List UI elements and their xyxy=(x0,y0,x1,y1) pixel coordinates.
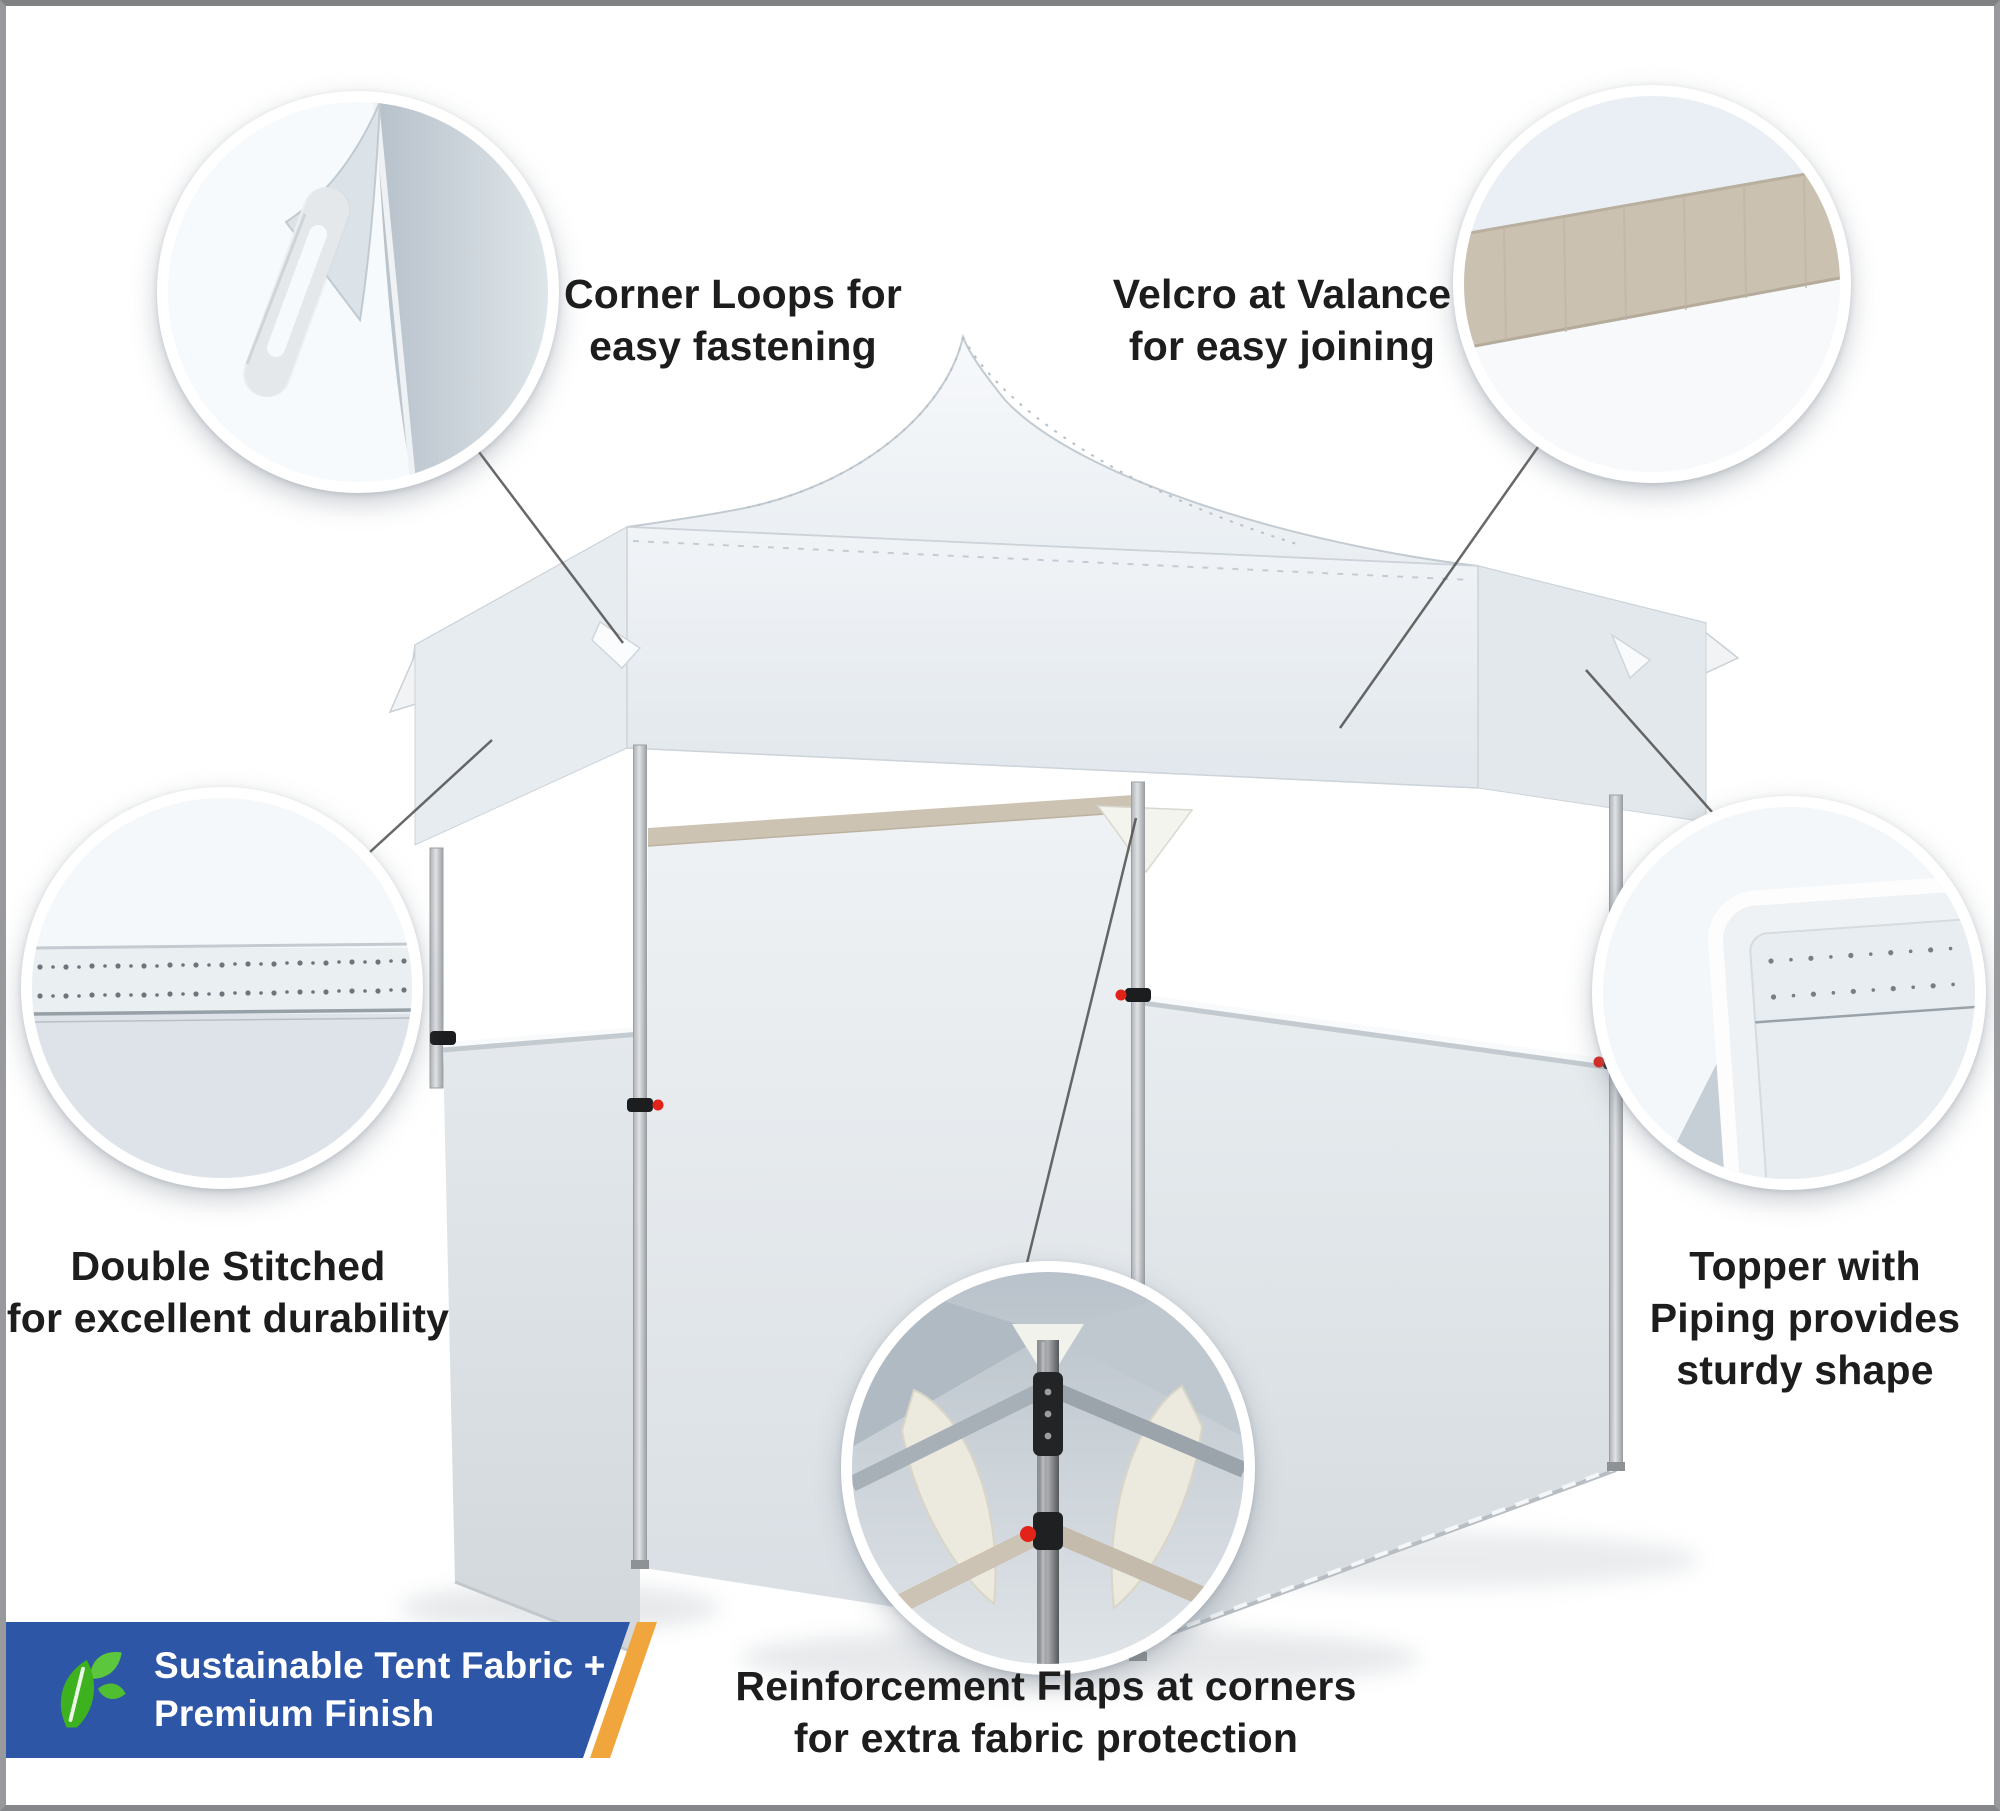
callout-circle-velcro xyxy=(1453,85,1851,483)
corner-loop-tab-right xyxy=(1610,633,1652,680)
callout-circle-reinforcement xyxy=(841,1261,1255,1675)
banner-text: Sustainable Tent Fabric + Premium Finish xyxy=(154,1642,606,1738)
callout-circle-corner-loops xyxy=(157,91,559,493)
callout-circle-double-stitched xyxy=(21,787,423,1189)
wall-clips xyxy=(430,988,1629,1112)
connector-line-reinforcement xyxy=(1025,817,1138,1264)
connector-line-corner-loops xyxy=(478,451,624,644)
feature-banner: Sustainable Tent Fabric + Premium Finish xyxy=(6,1622,630,1758)
label-line: easy fastening xyxy=(589,323,877,369)
topper-piping-zoom-art xyxy=(1603,807,1975,1179)
label-line: for extra fabric protection xyxy=(793,1715,1299,1761)
label-line: Piping provides xyxy=(1649,1295,1961,1341)
label-velcro: Velcro at Valance for easy joining xyxy=(1032,268,1532,372)
callout-circle-topper xyxy=(1592,796,1986,1190)
label-line: Double Stitched xyxy=(70,1243,386,1289)
label-line: for excellent durability xyxy=(6,1295,450,1341)
velcro-zoom-art xyxy=(1464,96,1840,472)
tent-canopy xyxy=(388,333,1740,846)
label-double-stitched: Double Stitched for excellent durability xyxy=(0,1240,516,1344)
banner-text-line1: Sustainable Tent Fabric + xyxy=(154,1645,606,1686)
label-line: Topper with xyxy=(1689,1243,1921,1289)
tent-back-left-leg xyxy=(429,847,444,1089)
connector-line-velcro xyxy=(1338,446,1540,729)
banner-text-line2: Premium Finish xyxy=(154,1693,435,1734)
tent-right-half-wall xyxy=(1139,994,1617,1647)
connector-line-double-stitched xyxy=(369,739,493,853)
corner-loop-tab xyxy=(591,620,642,670)
tent-left-panel xyxy=(442,1026,641,1657)
leaf-icon xyxy=(48,1647,128,1733)
reinforcement-zoom-art xyxy=(852,1272,1244,1664)
double-stitch-zoom-art xyxy=(32,798,412,1178)
connector-lines xyxy=(369,446,1713,1264)
label-line: Reinforcement Flaps at corners xyxy=(735,1663,1357,1709)
connector-line-topper xyxy=(1585,669,1713,813)
label-line: Velcro at Valance xyxy=(1112,271,1452,317)
label-corner-loops: Corner Loops for easy fastening xyxy=(483,268,983,372)
label-reinforcement: Reinforcement Flaps at corners for extra… xyxy=(696,1660,1396,1764)
label-topper: Topper with Piping provides sturdy shape xyxy=(1585,1240,2000,1396)
label-line: Corner Loops for xyxy=(563,271,903,317)
label-line: sturdy shape xyxy=(1676,1347,1934,1393)
corner-loops-zoom-art xyxy=(168,102,548,482)
label-line: for easy joining xyxy=(1128,323,1436,369)
